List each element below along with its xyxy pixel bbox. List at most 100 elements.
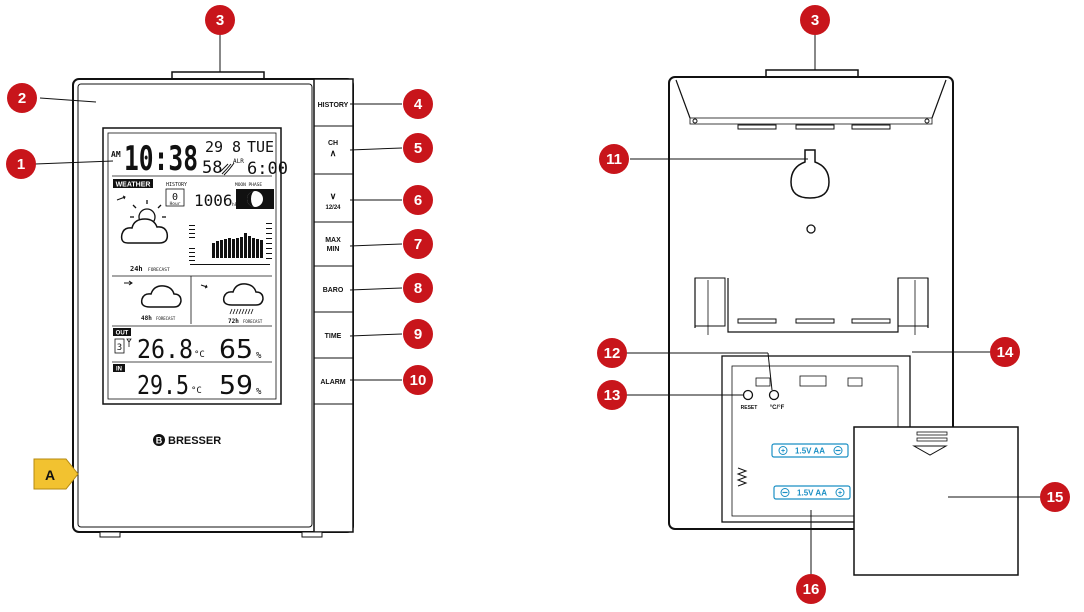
unit-switch-button[interactable]: [768, 389, 780, 401]
svg-text:10: 10: [410, 372, 427, 389]
unit-switch-label: °C/°F: [770, 405, 785, 411]
front-panel: [77, 83, 313, 528]
svg-text:16: 16: [803, 581, 820, 598]
alarm-indicator: ALR: [233, 158, 244, 165]
callout-11: 11: [599, 144, 629, 174]
svg-text:9: 9: [414, 326, 422, 343]
side-button-strip: [313, 78, 354, 533]
sun-cloud-icon: [120, 200, 169, 244]
channel-number: 3: [117, 343, 122, 353]
trend-arrow-icon: [116, 195, 126, 201]
svg-text:4: 4: [414, 96, 423, 113]
forecast-24h: 24h: [130, 265, 143, 273]
moon-phase-label: MOON PHASE: [235, 182, 262, 188]
outdoor-humidity: 65: [219, 335, 253, 365]
ch-button-label: CH: [328, 140, 338, 147]
callout-5: 5: [403, 133, 433, 163]
history-unit: Hour: [170, 201, 181, 207]
battery-bottom: 1.5V AA +: [773, 485, 851, 500]
am-indicator: AM: [111, 150, 121, 159]
section-tag-a: A: [33, 458, 79, 490]
callout-10: 10: [403, 365, 433, 395]
date-month: 8: [232, 138, 241, 156]
callout-8: 8: [403, 273, 433, 303]
min-button-label: MIN: [327, 246, 340, 253]
clock-seconds: 58: [202, 158, 222, 178]
date-day: 29: [205, 138, 223, 156]
callout-16: 16: [796, 574, 826, 604]
callout-12: 12: [597, 338, 627, 368]
brand-name: BRESSER: [168, 435, 221, 447]
indoor-humidity: 59: [219, 371, 253, 401]
down-arrow-icon: ∨: [330, 191, 337, 201]
back-view: RESET °C/°F + 1.5V AA 1.5V AA +: [668, 69, 1019, 576]
leader-lines: [34, 34, 1040, 574]
forecast-24h-word: FORECAST: [148, 267, 170, 273]
outdoor-badge: OUT: [116, 331, 129, 337]
outdoor-temp-unit: °C: [194, 350, 205, 360]
max-button-label: MAX: [325, 237, 341, 244]
history-label: HISTORY: [166, 182, 187, 188]
indoor-humidity-unit: %: [256, 387, 262, 397]
svg-text:A: A: [45, 467, 55, 483]
weather-badge: WEATHER: [116, 182, 151, 189]
forecast-72h-word: FORECAST: [243, 319, 263, 324]
alarm-button-label: ALARM: [320, 379, 345, 386]
indoor-temp-unit: °C: [191, 386, 202, 396]
bresser-logo: B BRESSER: [153, 434, 221, 447]
weekday: TUE: [247, 138, 274, 156]
cloud-48h-icon: [140, 285, 182, 308]
callout-15: 15: [1040, 482, 1070, 512]
battery-bottom-label: 1.5V AA: [797, 489, 827, 498]
screw-hole: [806, 224, 816, 234]
indoor-temperature: 29.5: [137, 371, 189, 401]
forecast-72h: 72h: [228, 318, 239, 325]
callout-7: 7: [403, 229, 433, 259]
front-view: HISTORY CH ∧ ∨ 12/24 MAX MIN BARO TIME A…: [72, 71, 354, 538]
svg-text:8: 8: [414, 280, 422, 297]
clock-time: 10:38: [124, 139, 198, 179]
svg-text:12: 12: [604, 345, 621, 362]
baro-button-label: BARO: [323, 287, 344, 294]
battery-top: + 1.5V AA: [771, 443, 849, 458]
callout-3-front: 3: [205, 5, 235, 35]
callout-13: 13: [597, 380, 627, 410]
unit-12-24-label: 12/24: [325, 205, 341, 211]
callout-1: 1: [6, 149, 36, 179]
svg-text:B: B: [156, 436, 163, 446]
svg-text:6: 6: [414, 192, 422, 209]
svg-text:3: 3: [811, 12, 819, 29]
trend-arrow-48h-icon: [124, 280, 133, 286]
up-arrow-icon: ∧: [330, 148, 337, 158]
svg-text:2: 2: [18, 90, 26, 107]
callout-14: 14: [990, 337, 1020, 367]
svg-text:15: 15: [1047, 489, 1064, 506]
indoor-badge: IN: [116, 367, 122, 373]
lcd-screen: AM 10:38 29 8 TUE 58 ALR 6:00 WEATHER HI…: [102, 127, 288, 405]
svg-text:+: +: [781, 448, 785, 455]
callout-6: 6: [403, 185, 433, 215]
svg-text:5: 5: [414, 140, 422, 157]
history-button-label: HISTORY: [318, 102, 349, 109]
outdoor-temperature: 26.8: [137, 335, 193, 365]
battery-top-label: 1.5V AA: [795, 447, 825, 456]
rain-cloud-72h-icon: [222, 283, 264, 315]
callout-9: 9: [403, 319, 433, 349]
battery-cover: [853, 426, 1019, 576]
forecast-48h-word: FORECAST: [156, 316, 176, 321]
history-value: 0: [172, 192, 178, 203]
svg-text:7: 7: [414, 236, 422, 253]
pressure-value: 1006: [194, 191, 233, 210]
svg-text:13: 13: [604, 387, 621, 404]
reset-button[interactable]: [742, 389, 754, 401]
svg-text:3: 3: [216, 12, 224, 29]
time-button-label: TIME: [325, 333, 342, 340]
radio-signal-icon: [219, 162, 235, 176]
trend-arrow-72h-icon: [200, 284, 208, 289]
forecast-48h: 48h: [141, 315, 152, 322]
svg-text:1: 1: [17, 156, 25, 173]
callout-2: 2: [7, 83, 37, 113]
svg-text:11: 11: [606, 151, 622, 168]
pressure-history-graph: [189, 223, 272, 265]
